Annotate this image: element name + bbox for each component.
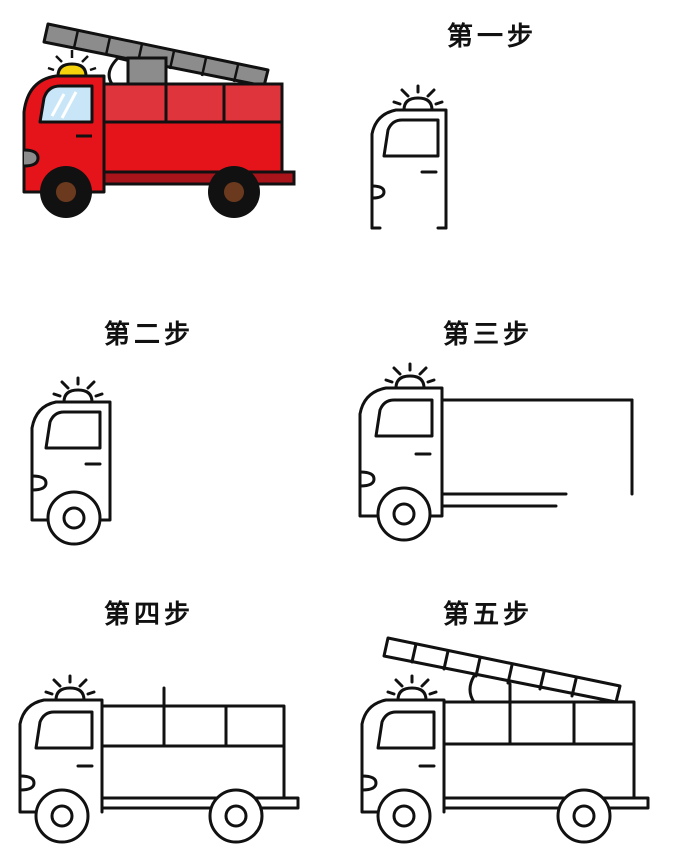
step-1-label: 第一步 (447, 22, 538, 52)
rear-wheel (208, 166, 260, 218)
step2-drawing (30, 376, 112, 546)
step4-drawing (18, 674, 300, 844)
front-wheel (40, 166, 92, 218)
step3-drawing (358, 362, 634, 542)
step-5-label: 第五步 (443, 600, 534, 630)
colored-fire-truck (22, 22, 296, 218)
step1-drawing (370, 84, 448, 230)
ladder (42, 22, 270, 88)
step-2-label: 第二步 (104, 320, 195, 350)
siren-light (47, 50, 97, 78)
step-3-label: 第三步 (443, 320, 534, 350)
step5-drawing (360, 636, 650, 844)
step-4-label: 第四步 (104, 600, 195, 630)
